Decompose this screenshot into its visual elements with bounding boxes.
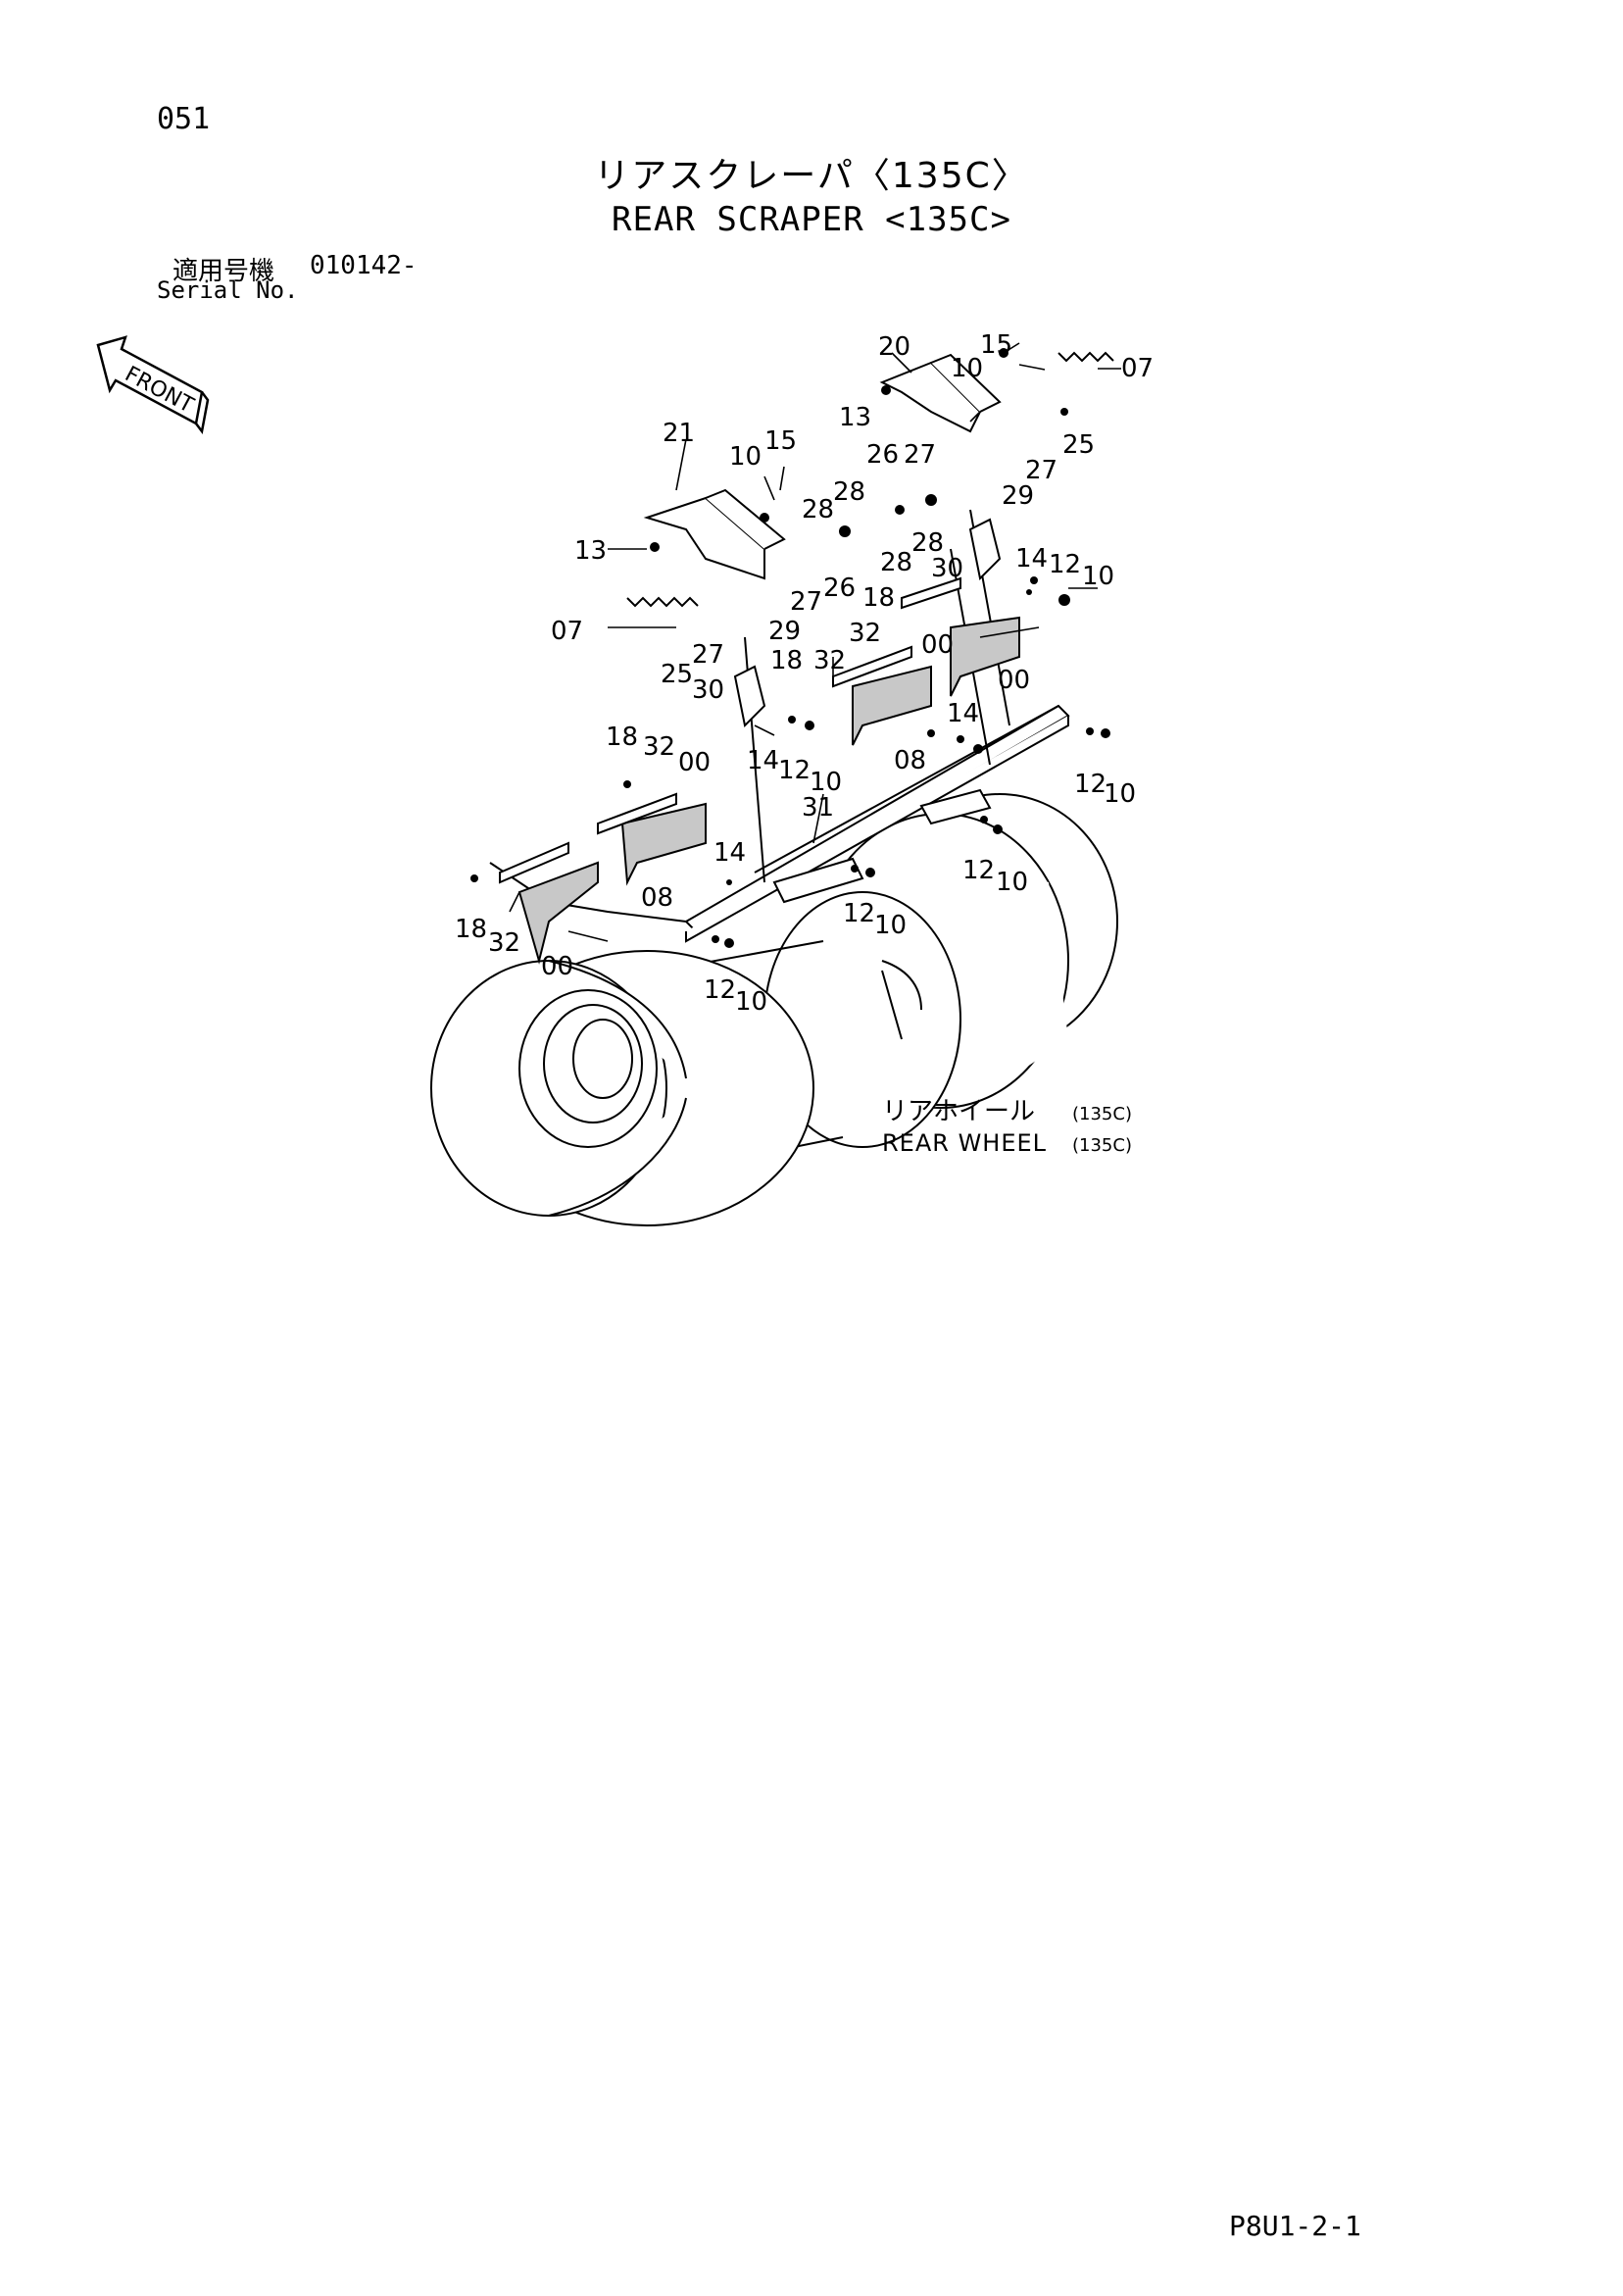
callout: 14	[713, 838, 746, 868]
callout: 15	[980, 330, 1012, 360]
callout: 10	[996, 868, 1028, 897]
callout: 27	[904, 440, 936, 470]
serial-label-english: Serial No.	[157, 276, 299, 304]
callout: 25	[1062, 430, 1095, 460]
scraper-blades	[499, 576, 1020, 965]
callout: 26	[823, 574, 856, 603]
callout: 32	[643, 732, 675, 762]
upper-brackets	[643, 353, 1002, 728]
footer-page-code: P8U1-2-1	[1229, 2210, 1361, 2242]
callout: 27	[1025, 456, 1057, 485]
callout: 07	[1121, 354, 1154, 383]
callout: 12	[843, 899, 875, 928]
callout: 10	[735, 987, 767, 1017]
callout: 32	[849, 619, 881, 648]
title-japanese: リアスクレーパ〈135C〉	[594, 156, 1029, 196]
callout: 00	[998, 666, 1030, 695]
callout: 32	[488, 928, 520, 958]
callout: 08	[894, 746, 926, 775]
callout: 26	[866, 440, 899, 470]
callout: 14	[1015, 544, 1048, 574]
rear-wheel-model-en: (135C)	[1072, 1135, 1132, 1156]
front-arrow-icon: FRONT	[96, 335, 210, 435]
callout: 18	[606, 723, 638, 752]
callout: 10	[729, 442, 762, 472]
rear-wheel-label-jp: リアホイール	[882, 1097, 1035, 1126]
scraper-frame	[489, 509, 1070, 943]
callout: 10	[874, 911, 907, 940]
callout: 14	[747, 746, 779, 775]
serial-label-japanese: 適用号機	[172, 257, 275, 286]
callout: 28	[911, 528, 944, 558]
callout: 18	[455, 915, 487, 944]
callout: 18	[862, 583, 895, 613]
callout: 00	[921, 630, 954, 660]
callout: 12	[1074, 770, 1107, 799]
callout: 00	[678, 748, 711, 777]
leader-lines	[509, 342, 1121, 942]
callout: 28	[833, 477, 865, 507]
callout: 20	[878, 332, 910, 362]
callout-labels: 20 15 10 07 13 25 26 27 27 29 21 10 15 2…	[455, 330, 1154, 1017]
callout: 10	[1104, 779, 1136, 809]
callout: 12	[704, 975, 736, 1005]
callout: 10	[1082, 562, 1114, 591]
callout: 30	[692, 675, 724, 705]
callout: 29	[1002, 481, 1034, 511]
callout: 27	[692, 640, 724, 670]
callout: 25	[661, 660, 693, 689]
springs	[626, 351, 1114, 608]
hardware-fasteners	[470, 348, 1110, 948]
callout: 32	[813, 646, 846, 675]
page-number: 051	[157, 102, 211, 136]
callout: 15	[764, 426, 797, 456]
callout: 18	[770, 646, 803, 675]
rear-wheel-model-jp: (135C)	[1072, 1104, 1132, 1124]
rear-wheel-label: リアホイール (135C) REAR WHEEL (135C)	[882, 1097, 1132, 1157]
rear-wheels	[430, 793, 1118, 1226]
callout: 28	[880, 548, 912, 577]
callout: 12	[1049, 550, 1081, 579]
callout: 28	[802, 495, 834, 524]
callout: 27	[790, 587, 822, 617]
callout: 13	[574, 536, 607, 566]
callout: 12	[778, 756, 811, 785]
callout: 10	[951, 354, 983, 383]
callout: 29	[768, 617, 801, 646]
callout: 07	[551, 617, 583, 646]
serial-value: 010142-	[310, 251, 418, 280]
title-english: REAR SCRAPER <135C>	[612, 200, 1011, 239]
callout: 14	[947, 699, 979, 728]
callout: 00	[541, 952, 573, 981]
callout: 21	[663, 419, 695, 448]
callout: 13	[839, 403, 871, 432]
callout: 12	[962, 856, 995, 885]
callout: 08	[641, 883, 673, 913]
rear-wheel-label-en: REAR WHEEL	[882, 1129, 1047, 1157]
callout: 30	[931, 554, 963, 583]
callout: 10	[810, 768, 842, 797]
callout: 31	[802, 793, 834, 823]
